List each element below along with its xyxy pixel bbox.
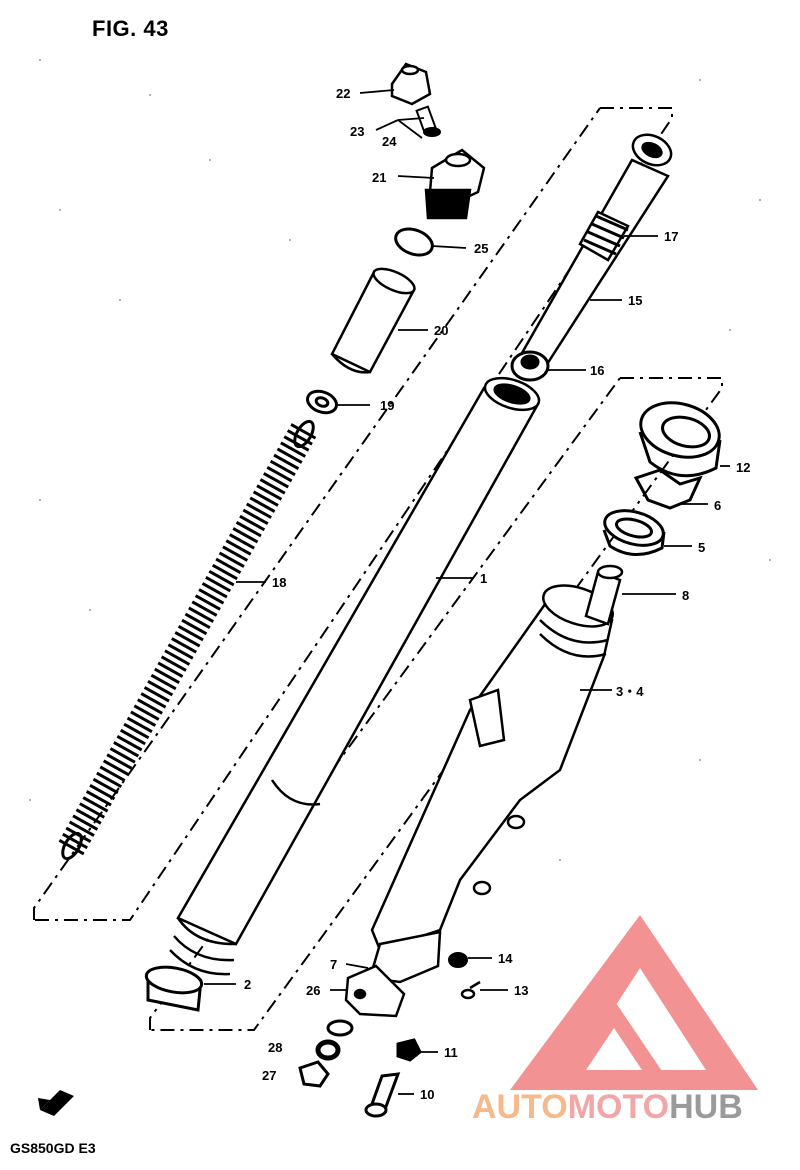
inner-tube [169, 376, 541, 976]
fork-spring [57, 419, 317, 861]
label-23: 24 [382, 134, 397, 149]
label-12: 13 [514, 983, 528, 998]
bolt-9 [364, 1072, 401, 1118]
part-labels: 22 23 24 21 25 20 19 17 15 16 12 6 5 8 3… [244, 86, 750, 1102]
leader-lines [204, 89, 730, 1095]
washer-13 [448, 952, 468, 968]
oil-seal [602, 509, 666, 556]
stopper-ring [633, 468, 703, 510]
label-27: 28 [268, 1040, 282, 1055]
spacer-tube [330, 267, 416, 374]
watermark-part-moto: MOTO [567, 1088, 670, 1126]
axle-holder [344, 964, 406, 1018]
bolt-12 [460, 980, 481, 1000]
label-16: 17 [664, 229, 678, 244]
label-6: 6 [714, 498, 721, 513]
label-3-4: 3・4 [616, 684, 644, 699]
label-11: 12 [736, 460, 750, 475]
label-7: 7 [330, 957, 337, 972]
label-24: 25 [474, 241, 488, 256]
label-2: 2 [244, 977, 251, 992]
front-arrow-icon [38, 1090, 74, 1116]
watermark-part-auto: AUTO [472, 1088, 568, 1126]
figure-title: FIG. 43 [92, 16, 169, 41]
oil-lock-piece [584, 564, 624, 626]
paper-speckle [29, 59, 771, 861]
label-15: 16 [590, 363, 604, 378]
label-13: 14 [498, 951, 513, 966]
label-26: 27 [262, 1068, 276, 1083]
outer-tube [368, 584, 614, 984]
cap-bolt [424, 148, 486, 220]
label-25: 26 [306, 983, 320, 998]
label-18: 19 [380, 398, 394, 413]
label-17: 18 [272, 575, 286, 590]
washer-28 [326, 1019, 354, 1037]
label-10: 11 [444, 1045, 458, 1060]
label-1: 1 [480, 571, 487, 586]
guide-bushing [144, 965, 204, 1012]
label-21: 22 [336, 86, 350, 101]
nut-26 [298, 1060, 330, 1088]
label-9: 10 [420, 1087, 434, 1102]
model-code: GS850GD E3 [10, 1140, 96, 1156]
automotohub-logo-icon [510, 915, 758, 1090]
label-5: 5 [698, 540, 705, 555]
label-22: 23 [350, 124, 364, 139]
label-14: 15 [628, 293, 642, 308]
dust-seal [638, 401, 722, 478]
dash-outline-inner [33, 107, 673, 921]
nut-10 [396, 1038, 422, 1062]
watermark-text: AUTOMOTOHUB [472, 1088, 743, 1127]
washer-27 [315, 1039, 341, 1061]
o-ring [394, 227, 434, 257]
rod-seat [510, 350, 550, 382]
dash-outline-outer [149, 377, 723, 1031]
air-valve [415, 105, 441, 137]
label-19: 20 [434, 323, 448, 338]
valve-cap [390, 62, 432, 106]
label-8: 8 [682, 588, 689, 603]
spring-washer [305, 389, 339, 415]
damper-rod [516, 133, 673, 374]
label-20: 21 [372, 170, 386, 185]
watermark-part-hub: HUB [669, 1088, 743, 1126]
